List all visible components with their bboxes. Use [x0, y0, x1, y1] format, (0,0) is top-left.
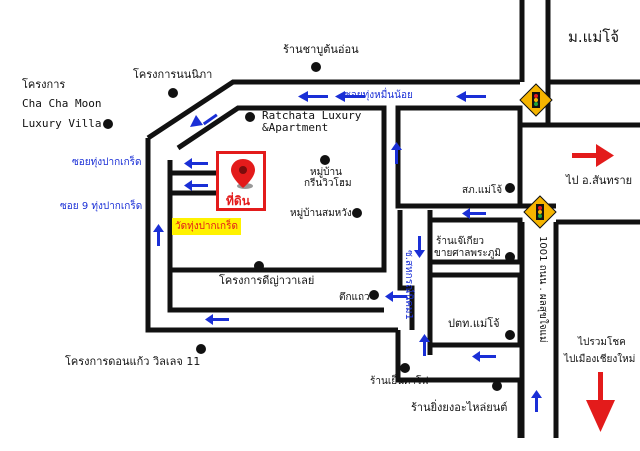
dinyawalay-label: โครงการดีญ่าวาเลย่	[219, 274, 315, 287]
site-label: ที่ดิน	[226, 194, 250, 208]
arrow-icon	[419, 334, 430, 356]
ratchata-label-1: Ratchata Luxury	[262, 109, 362, 122]
village-somwang-label: หมู่บ้านสมหวัง	[290, 208, 352, 219]
highway-east-mid	[556, 122, 640, 225]
arrow-icon	[456, 91, 486, 102]
landmark-dot	[505, 330, 515, 340]
highway-1001-label: 1001 ถนน . ผลสุขใจแม่	[537, 236, 548, 343]
arrow-icon	[385, 291, 407, 302]
arrow-icon	[462, 208, 486, 219]
landmark-dot	[311, 62, 321, 72]
cha-cha-moon-label-1: โครงการ	[22, 78, 66, 91]
arrow-icon	[472, 351, 496, 362]
landmark-dot	[505, 252, 515, 262]
traffic-light-icon	[519, 83, 553, 117]
soi-moen-noi-label: ซอยทุ่งหมื่นน้อย	[344, 90, 413, 101]
arrow-icon	[531, 390, 542, 412]
ratchata-label-2: &Apartment	[262, 121, 329, 134]
arrow-icon	[184, 180, 208, 191]
road-sahakorn-left	[397, 210, 415, 330]
yingyong-label: ร้านยิ่งยงอะไหล่ยนต์	[411, 401, 508, 414]
temple-label: วัดทุ่งปากเกร็ด	[172, 218, 241, 235]
jiaw-kiaw-label-1: ร้านเจ๊เกียว	[436, 236, 485, 247]
landmark-dot	[320, 155, 330, 165]
village-kreen-label-2: กรีนวิวโฮม	[304, 178, 352, 189]
jiaw-kiaw-label-2: ขายศาลพระภูมิ	[434, 248, 501, 259]
soi-sahakorn-label: ซ.สหกรณ์นิคม1	[403, 250, 414, 320]
map-pin-icon	[231, 159, 255, 189]
landmark-dot	[352, 208, 362, 218]
mae-jo-university-label: ม.แม่โจ้	[568, 28, 620, 46]
direction-arrows	[572, 144, 615, 432]
landmark-dot	[400, 363, 410, 373]
sakon-maejo-label: สภ.แม่โจ้	[462, 185, 503, 196]
traffic-light-icon	[523, 195, 557, 229]
village-kreen-label-1: หมู่บ้าน	[310, 167, 342, 178]
cha-cha-moon-label-3: Luxury Villa	[22, 117, 102, 130]
tuek-thaew-label: ตึกแถว	[339, 292, 370, 303]
landmark-dot	[245, 112, 255, 122]
road-soi-pak-kret	[170, 170, 216, 196]
road-left-outer	[145, 138, 398, 333]
landmark-dot	[505, 183, 515, 193]
arrow-down-icon	[586, 372, 615, 432]
landmark-dot	[103, 119, 113, 129]
arrow-icon	[205, 314, 229, 325]
donkaew-label: โครงการดอนแก้ว วิลเลจ 11	[65, 355, 201, 368]
arrow-icon	[335, 91, 365, 102]
arrow-icon	[190, 113, 218, 127]
traffic-arrows	[153, 91, 542, 412]
road-north-inner	[170, 105, 387, 273]
arrow-right-icon	[572, 144, 614, 167]
cha-cha-moon-label-2: Cha Cha Moon	[22, 97, 102, 110]
landmark-dot	[369, 290, 379, 300]
to-chiangmai-label-1: ไปรวมโชค	[578, 337, 626, 348]
highway-1001-west	[519, 0, 551, 82]
arrow-icon	[298, 91, 328, 102]
highway-link	[520, 122, 556, 209]
landmark-dot	[492, 381, 502, 391]
arrow-icon	[391, 142, 402, 164]
soi-9-label: ซอย 9 ทุ่งปากเกร็ด	[60, 201, 143, 212]
arrow-icon	[153, 224, 164, 246]
arrow-icon	[414, 236, 425, 258]
road-north-outer	[146, 79, 520, 141]
landmark-dot	[196, 344, 206, 354]
arrow-icon	[184, 158, 208, 169]
landmark-dot	[254, 261, 264, 271]
post-office-label: ปตท.แม่โจ้	[448, 317, 500, 330]
chaboo-tonon-label: ร้านชาบูต้นอ่อน	[283, 43, 359, 56]
yen-ta-fo-label: ร้านเย็นตาโฟ	[370, 376, 429, 387]
road-left-inner	[167, 160, 384, 313]
soi-pak-kret-label: ซอยทุ่งปากเกร็ด	[72, 157, 142, 168]
to-san-sai-label: ไป อ.สันทราย	[566, 174, 633, 187]
landmark-dot	[168, 88, 178, 98]
to-chiangmai-label-2: ไปเมืองเชียงใหม่	[564, 354, 636, 365]
nonnipa-label: โครงการนนนิภา	[133, 68, 213, 81]
